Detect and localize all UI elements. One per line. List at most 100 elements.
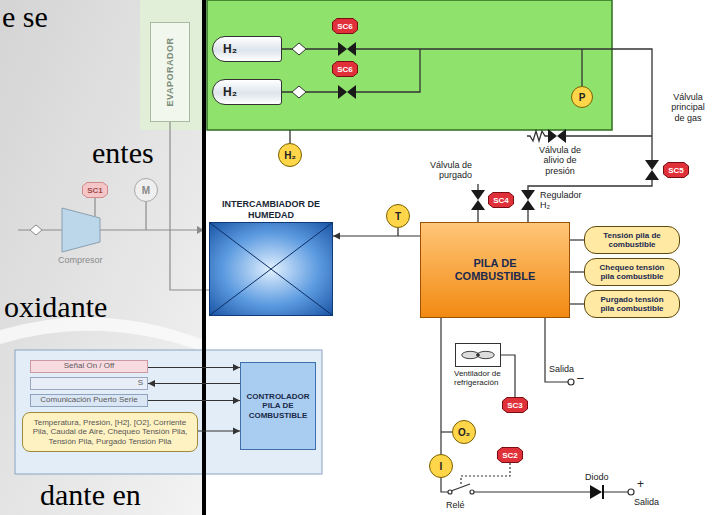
octagon-shape-part bbox=[664, 163, 689, 178]
controller-box: CONTROLADOR PILA DE COMBUSTIBLE bbox=[240, 362, 316, 450]
gas-filter-part bbox=[292, 86, 306, 98]
node-text: Chequeo tensión pila combustible bbox=[593, 263, 671, 281]
fuel-cell-stack: PILA DE COMBUSTIBLE bbox=[420, 222, 570, 318]
node-text: SC2 bbox=[502, 451, 518, 460]
signal-pill: Temperatura, Presión, [H2], [O2], Corrie… bbox=[22, 412, 198, 452]
electrical-wiring-part bbox=[451, 484, 470, 491]
connector-line bbox=[148, 400, 240, 401]
node-text: Señal On / Off bbox=[64, 362, 115, 371]
gas-piping-part bbox=[289, 130, 290, 143]
air-piping-part bbox=[145, 202, 146, 230]
node-text: O₂ bbox=[458, 427, 470, 438]
hydrogen-tank: H₂ bbox=[212, 79, 282, 105]
evaporator-zone bbox=[140, 0, 204, 130]
node-text: Purgado tensión pila combustible bbox=[593, 295, 671, 313]
node-text: Tensión pila de combustible bbox=[593, 231, 671, 249]
solenoid-callout: SC4 bbox=[488, 192, 514, 208]
solenoid-callout: SC3 bbox=[502, 397, 528, 413]
air-filter bbox=[30, 225, 42, 235]
diode-symbol bbox=[590, 485, 602, 499]
component-label: Válvula de alivio de presión bbox=[536, 145, 584, 176]
fan-symbol-part bbox=[462, 351, 479, 358]
connector-line bbox=[501, 355, 515, 397]
electrical-wiring-part bbox=[474, 491, 628, 492]
controller-panel bbox=[15, 350, 322, 474]
octagon-shape-part bbox=[498, 448, 523, 463]
hydrogen-storage-zone bbox=[207, 0, 612, 130]
gas-piping-part bbox=[397, 228, 398, 236]
node-text: CONTROLADOR PILA DE COMBUSTIBLE bbox=[244, 392, 312, 421]
node-text: SC4 bbox=[493, 196, 509, 205]
node-text: T bbox=[395, 211, 401, 222]
node-text: H₂ bbox=[223, 42, 237, 56]
valve-symbol-part bbox=[645, 170, 659, 180]
node-text: SC6 bbox=[337, 65, 353, 74]
node-text: Ventilador de refrigeración bbox=[454, 369, 510, 387]
node-text: H₂ bbox=[284, 150, 296, 161]
connector-line bbox=[148, 367, 240, 368]
humidity-exchanger: INTERCAMBIADOR DE HUMEDAD bbox=[209, 222, 333, 316]
octagon-shape-part bbox=[333, 19, 358, 34]
electrical-wiring bbox=[441, 318, 634, 495]
component-label: Regulador H₂ bbox=[540, 190, 590, 211]
connector-line bbox=[148, 383, 240, 384]
valve-symbol-part bbox=[645, 160, 659, 170]
component-label: Válvula de purgado bbox=[404, 160, 472, 181]
air-piping-part bbox=[100, 229, 203, 230]
component-label: Salida bbox=[634, 497, 659, 507]
gas-piping bbox=[282, 49, 652, 236]
connector-line bbox=[570, 271, 584, 272]
signal-pill: Tensión pila de combustible bbox=[584, 226, 680, 254]
exchanger-cross-part bbox=[210, 223, 332, 315]
valve-symbol bbox=[338, 42, 659, 210]
valve-symbol-part bbox=[347, 85, 356, 99]
slide-background bbox=[0, 0, 204, 515]
valve-symbol-part bbox=[338, 85, 347, 99]
solenoid-callout: SC6 bbox=[332, 18, 358, 34]
node-text: Comunicación Puerto Serie bbox=[40, 396, 137, 405]
valve-symbol-part bbox=[521, 190, 535, 200]
oxygen-sensor: O₂ bbox=[452, 420, 476, 444]
valve-symbol-part bbox=[521, 200, 535, 210]
arrow-head bbox=[233, 364, 240, 371]
slide-text: dante en bbox=[40, 478, 141, 511]
octagon-shape-part bbox=[333, 62, 358, 77]
node-text: S bbox=[138, 379, 143, 388]
component-label: Compresor bbox=[58, 255, 103, 265]
valve-symbol-part bbox=[548, 129, 557, 143]
node-text: EVAPORADOR bbox=[165, 38, 175, 107]
node-text: Temperatura, Presión, [H2], [O2], Corrie… bbox=[29, 418, 191, 446]
signal-pill: Purgado tensión pila combustible bbox=[584, 290, 680, 318]
node-text: I bbox=[440, 461, 443, 472]
valve-symbol-part bbox=[471, 200, 485, 210]
air-piping-part bbox=[94, 198, 95, 216]
valve-symbol-part bbox=[347, 42, 356, 56]
gas-piping-part bbox=[527, 131, 548, 141]
gas-filter-part bbox=[292, 43, 306, 55]
air-piping bbox=[18, 122, 209, 290]
gas-piping-part bbox=[581, 49, 582, 86]
slide-divider bbox=[202, 0, 206, 515]
node-text: PILA DE COMBUSTIBLE bbox=[445, 257, 545, 283]
slide-text: e se bbox=[2, 0, 48, 33]
electrical-wiring-part bbox=[628, 489, 634, 495]
arrow-head bbox=[148, 380, 155, 387]
component-label: – bbox=[577, 372, 584, 386]
electrical-wiring-part bbox=[441, 431, 452, 432]
electrical-wiring-part bbox=[470, 490, 474, 494]
solenoid-callout: SC5 bbox=[663, 162, 689, 178]
flow-meter: M bbox=[134, 178, 158, 202]
slide-text: entes bbox=[92, 136, 154, 169]
component-label: Relé bbox=[446, 500, 465, 510]
node-text: INTERCAMBIADOR DE HUMEDAD bbox=[210, 199, 332, 220]
solenoid-callout: SC1 bbox=[82, 182, 108, 198]
fan-symbol bbox=[456, 344, 500, 366]
node-text: SC5 bbox=[668, 166, 684, 175]
arrow-head bbox=[233, 397, 240, 404]
gas-piping-part bbox=[282, 49, 652, 160]
fan-symbol-part bbox=[476, 353, 480, 357]
electrical-wiring-part bbox=[568, 379, 574, 385]
node-text: SC6 bbox=[337, 22, 353, 31]
signal-box: Comunicación Puerto Serie bbox=[30, 394, 148, 407]
